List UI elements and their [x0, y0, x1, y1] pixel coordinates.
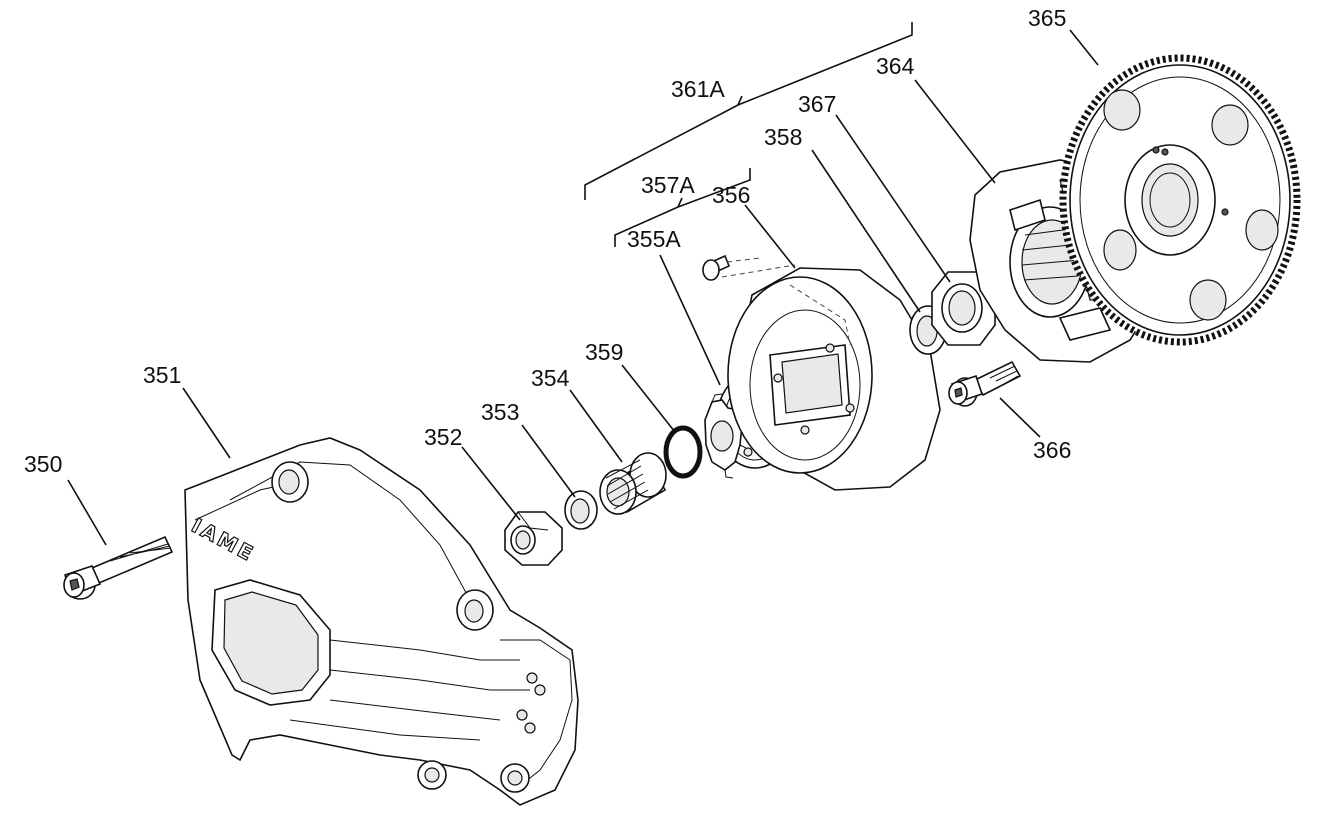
callout-labels: 350 351 352 353 354 359 355A 357A 356 36… — [24, 5, 1071, 477]
leader-359 — [621, 364, 676, 433]
label-350: 350 — [24, 451, 62, 477]
leader-366 — [999, 397, 1041, 438]
leader-367 — [835, 114, 951, 283]
part-352-nut — [504, 511, 563, 566]
leader-355A — [659, 254, 721, 386]
label-354: 354 — [531, 365, 570, 391]
part-351-clutch-cover: IAME — [184, 437, 579, 806]
part-353-washer — [564, 490, 598, 530]
leader-364 — [914, 79, 996, 184]
label-361A: 361A — [671, 76, 725, 102]
part-350-cap-screw — [63, 535, 174, 600]
label-364: 364 — [876, 53, 915, 79]
label-367: 367 — [798, 91, 836, 117]
label-353: 353 — [481, 399, 519, 425]
leader-365 — [1069, 29, 1099, 66]
part-356-clutch-drum — [727, 267, 941, 491]
label-355A: 355A — [627, 226, 681, 252]
part-355A-screw — [702, 254, 796, 281]
label-366: 366 — [1033, 437, 1071, 463]
part-366-cap-screw — [948, 360, 1022, 407]
bracket-361A — [584, 22, 913, 200]
part-359-ring — [663, 425, 703, 479]
leader-354 — [569, 389, 623, 463]
label-357A: 357A — [641, 172, 695, 198]
bracket-361A-tick — [737, 95, 743, 106]
label-365: 365 — [1028, 5, 1066, 31]
leader-352 — [461, 446, 521, 521]
leader-lines — [67, 22, 1099, 546]
leader-350 — [67, 479, 107, 546]
part-354-needle-bearing — [599, 452, 667, 515]
label-352: 352 — [424, 424, 462, 450]
leader-353 — [521, 424, 576, 498]
label-359: 359 — [585, 339, 623, 365]
bracket-357A-tick — [677, 197, 683, 208]
label-351: 351 — [143, 362, 181, 388]
leader-351 — [182, 387, 231, 459]
label-356: 356 — [712, 182, 750, 208]
leader-358 — [811, 149, 921, 313]
part-365-ring-gear — [1059, 54, 1301, 346]
label-358: 358 — [764, 124, 802, 150]
leader-356 — [744, 204, 796, 269]
